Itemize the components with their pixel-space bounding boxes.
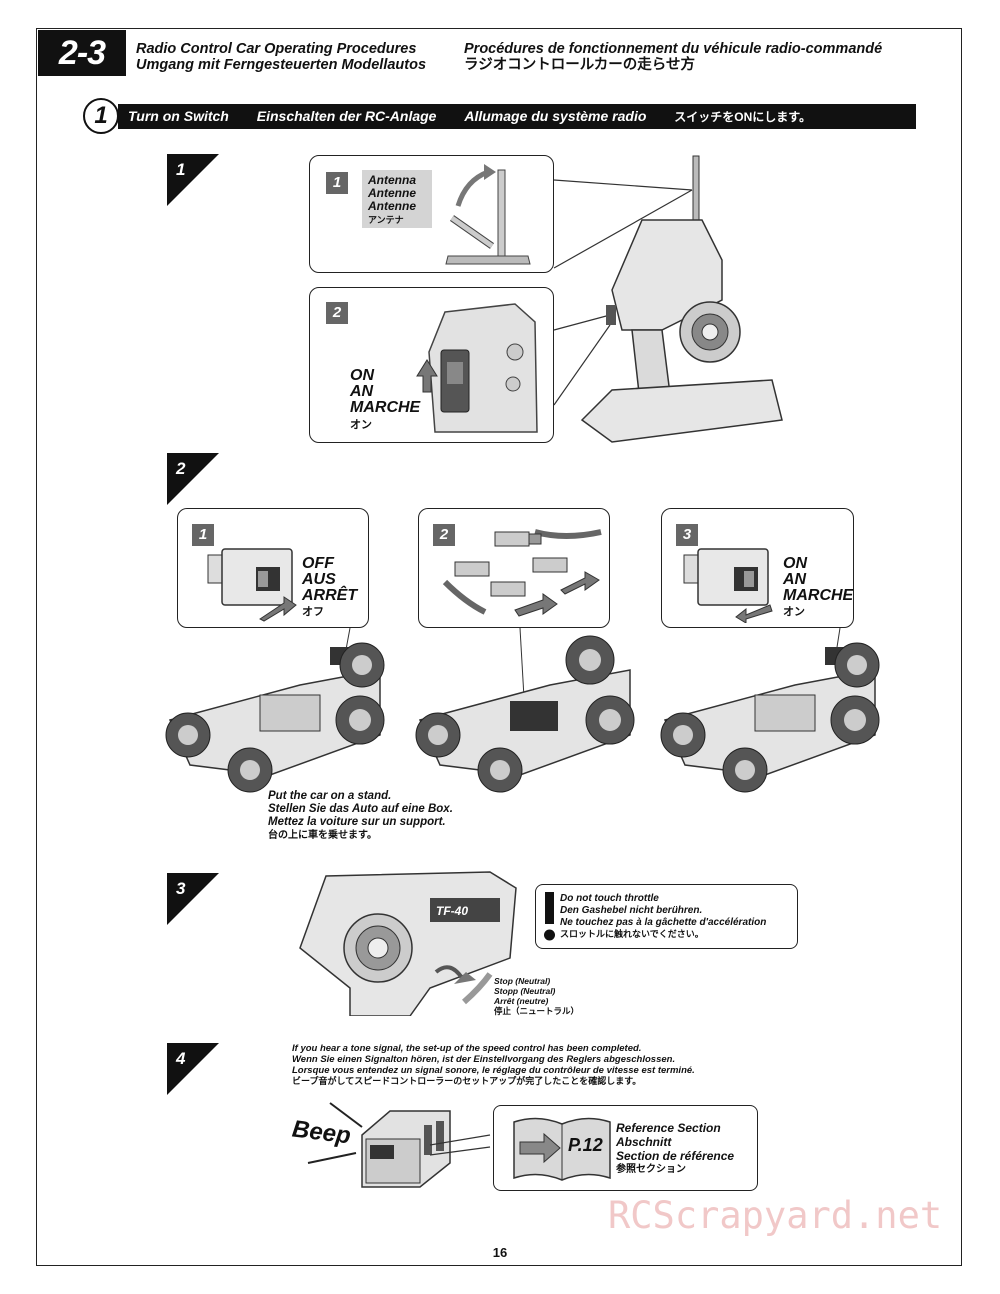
stand-text-en: Put the car on a stand. — [268, 790, 392, 802]
esc-beep-illustration — [307, 1102, 491, 1188]
battery-connector-illustration — [442, 529, 602, 617]
stand-text-de: Stellen Sie das Auto auf eine Box. — [268, 803, 453, 815]
antenna-label-jp: アンテナ — [368, 215, 404, 225]
stand-text-jp: 台の上に車を乗せます。 — [268, 830, 377, 841]
neutral-jp: 停止（ニュートラル） — [494, 1006, 580, 1016]
transmitter-model-label: TF-40 — [436, 904, 468, 918]
antenna-callout-number: 1 — [326, 172, 348, 194]
subsection-de: Einschalten der RC-Anlage — [256, 108, 437, 124]
watermark: RCScrapyard.net — [608, 1194, 943, 1237]
neutral-en: Stop (Neutral) — [494, 976, 551, 986]
buggy-1 — [165, 642, 385, 793]
esc-switch-off-illustration — [207, 548, 297, 622]
step-2-number: 2 — [176, 459, 186, 478]
power-switch-callout-number: 2 — [326, 302, 348, 324]
warning-exclamation-icon — [544, 892, 555, 941]
switch-on-callout-number: 3 — [676, 524, 698, 546]
subsection-en: Turn on Switch — [128, 108, 229, 124]
reference-page: P.12 — [568, 1135, 603, 1155]
tone-info-en: If you hear a tone signal, the set-up of… — [292, 1043, 642, 1054]
antenna-raise-illustration — [445, 164, 531, 265]
stand-text-fr: Mettez la voiture sur un support. — [268, 816, 446, 828]
page-number: 16 — [492, 1245, 508, 1260]
book-icon — [513, 1117, 611, 1181]
step-1-marker — [167, 154, 219, 206]
section-title-fr: Procédures de fonctionnement du véhicule… — [464, 41, 883, 57]
connector-callout-number: 2 — [433, 524, 455, 546]
antenna-label-fr: Antenne — [368, 199, 416, 213]
switch-on-en: ON — [350, 367, 374, 384]
antenna-label-de: Antenne — [368, 186, 416, 200]
step-1-number: 1 — [176, 160, 186, 179]
switch-off-en: OFF — [302, 555, 334, 572]
reference-fr: Section de référence — [616, 1149, 735, 1163]
transmitter-switch-illustration — [416, 303, 538, 433]
switch-on2-jp: オン — [783, 606, 805, 618]
neutral-fr: Arrêt (neutre) — [494, 996, 549, 1006]
warning-fr: Ne touchez pas à la gâchette d'accélérat… — [560, 917, 767, 928]
tone-info-de: Wenn Sie einen Signalton hören, ist der … — [292, 1054, 676, 1065]
switch-on2-en: ON — [783, 555, 807, 572]
antenna-label-en: Antenna — [368, 173, 416, 187]
neutral-de: Stopp (Neutral) — [494, 986, 556, 996]
tone-info-jp: ビープ音がしてスピードコントローラーのセットアップが完了したことを確認します。 — [292, 1076, 642, 1086]
throttle-illustration: TF-40 — [299, 871, 517, 1016]
buggy-2 — [415, 635, 635, 793]
switch-off-de: AUS — [302, 571, 336, 588]
throttle-warning-callout — [535, 884, 798, 949]
transmitter-illustration — [553, 155, 783, 443]
section-badge: 2-3 — [38, 30, 126, 76]
subsection-fr: Allumage du système radio — [464, 108, 647, 124]
step-4-marker — [167, 1043, 219, 1095]
page-frame — [36, 28, 962, 1266]
reference-jp: 参照セクション — [616, 1164, 686, 1175]
warning-jp: スロットルに触れないでください。 — [560, 929, 704, 939]
switch-on-de: AN — [350, 383, 374, 400]
switch-on2-fr: MARCHE — [783, 587, 854, 604]
tone-info-fr: Lorsque vous entendez un signal sonore, … — [292, 1065, 695, 1076]
switch-off-fr: ARRÊT — [302, 587, 358, 604]
antenna-label-box — [362, 170, 432, 228]
step-4-number: 4 — [176, 1049, 186, 1068]
section-title-de: Umgang mit Ferngesteuerten Modellautos — [136, 57, 427, 73]
step-3-number: 3 — [176, 879, 186, 898]
subsection-bar: Turn on Switch Einschalten der RC-Anlage… — [118, 104, 916, 129]
step-2-marker — [167, 453, 219, 505]
switch-off-jp: オフ — [302, 606, 324, 618]
buggy-3 — [660, 642, 880, 793]
switch-on2-de: AN — [783, 571, 807, 588]
section-title-jp: ラジオコントロールカーの走らせ方 — [464, 57, 695, 73]
warning-de: Den Gashebel nicht berühren. — [560, 905, 703, 916]
switch-off-callout-number: 1 — [192, 524, 214, 546]
subsection-number: 1 — [83, 98, 119, 134]
reference-de: Abschnitt — [616, 1135, 672, 1149]
switch-on-fr: MARCHE — [350, 399, 421, 416]
esc-switch-on-illustration — [683, 548, 773, 623]
section-title-en: Radio Control Car Operating Procedures — [136, 41, 417, 57]
warning-en: Do not touch throttle — [560, 893, 659, 904]
buggy-illustrations — [165, 627, 880, 793]
reference-en: Reference Section — [616, 1121, 721, 1135]
switch-on-jp: オン — [350, 419, 372, 431]
subsection-jp: スイッチをONにします。 — [674, 110, 812, 124]
step-3-marker — [167, 873, 219, 925]
